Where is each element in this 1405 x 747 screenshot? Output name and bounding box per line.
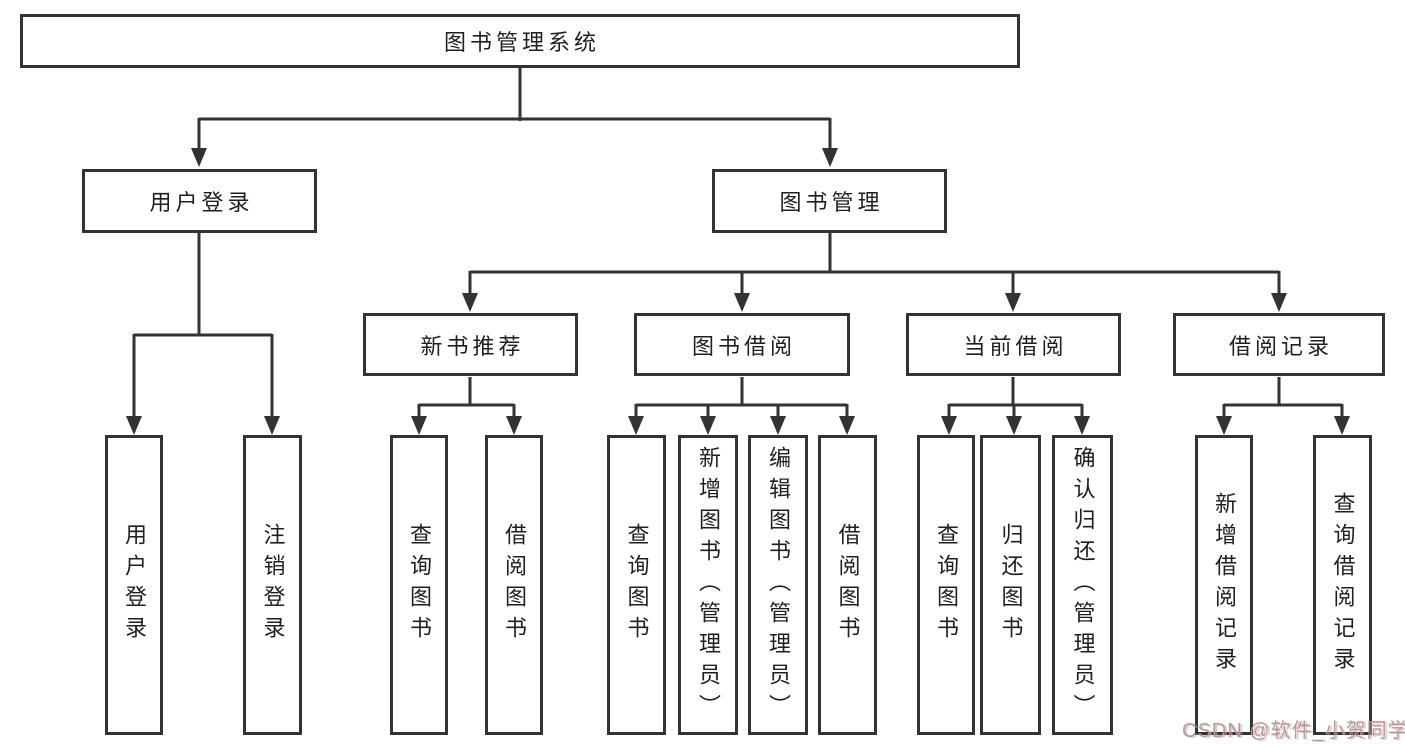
leaf-logout-label: 注销登录: [260, 523, 286, 647]
leaf-borrow-books-label: 借阅图书: [835, 523, 861, 647]
leaf-add-books-admin: 新增图书（管理员）: [678, 435, 738, 735]
leaf-query-books-current: 查询图书: [917, 435, 975, 735]
leaf-query-books-borrow-label: 查询图书: [624, 523, 650, 647]
leaf-query-borrow-record: 查询借阅记录: [1313, 435, 1372, 735]
leaf-confirm-return-admin: 确认归还（管理员）: [1052, 435, 1113, 735]
node-new-book-recommend: 新书推荐: [363, 313, 578, 376]
leaf-query-books-recommend: 查询图书: [390, 435, 448, 735]
leaf-borrow-books: 借阅图书: [818, 435, 877, 735]
leaf-edit-books-admin: 编辑图书（管理员）: [748, 435, 808, 735]
leaf-return-books: 归还图书: [980, 435, 1041, 735]
node-book-borrow: 图书借阅: [634, 313, 850, 376]
leaf-query-books-recommend-label: 查询图书: [407, 523, 432, 647]
node-current-borrow: 当前借阅: [906, 313, 1121, 376]
leaf-add-books-admin-label: 新增图书（管理员）: [696, 445, 721, 725]
leaf-add-borrow-record-label: 新增借阅记录: [1212, 492, 1237, 678]
node-book-management: 图书管理: [712, 169, 947, 233]
leaf-confirm-return-admin-label: 确认归还（管理员）: [1070, 445, 1096, 725]
leaf-borrow-books-recommend-label: 借阅图书: [502, 523, 527, 647]
leaf-user-login: 用户登录: [105, 435, 163, 735]
node-root-library-system: 图书管理系统: [20, 14, 1020, 68]
node-user-login: 用户登录: [82, 169, 317, 233]
leaf-query-books-borrow: 查询图书: [607, 435, 666, 735]
leaf-return-books-label: 归还图书: [998, 523, 1024, 647]
leaf-edit-books-admin-label: 编辑图书（管理员）: [766, 445, 791, 725]
leaf-user-login-label: 用户登录: [122, 523, 147, 647]
leaf-borrow-books-recommend: 借阅图书: [485, 435, 543, 735]
node-borrow-records: 借阅记录: [1173, 313, 1385, 376]
leaf-query-books-current-label: 查询图书: [934, 523, 959, 647]
leaf-logout: 注销登录: [243, 435, 302, 735]
arrowheads: [126, 148, 1350, 435]
leaf-add-borrow-record: 新增借阅记录: [1195, 435, 1253, 735]
leaf-query-borrow-record-label: 查询借阅记录: [1330, 492, 1356, 678]
